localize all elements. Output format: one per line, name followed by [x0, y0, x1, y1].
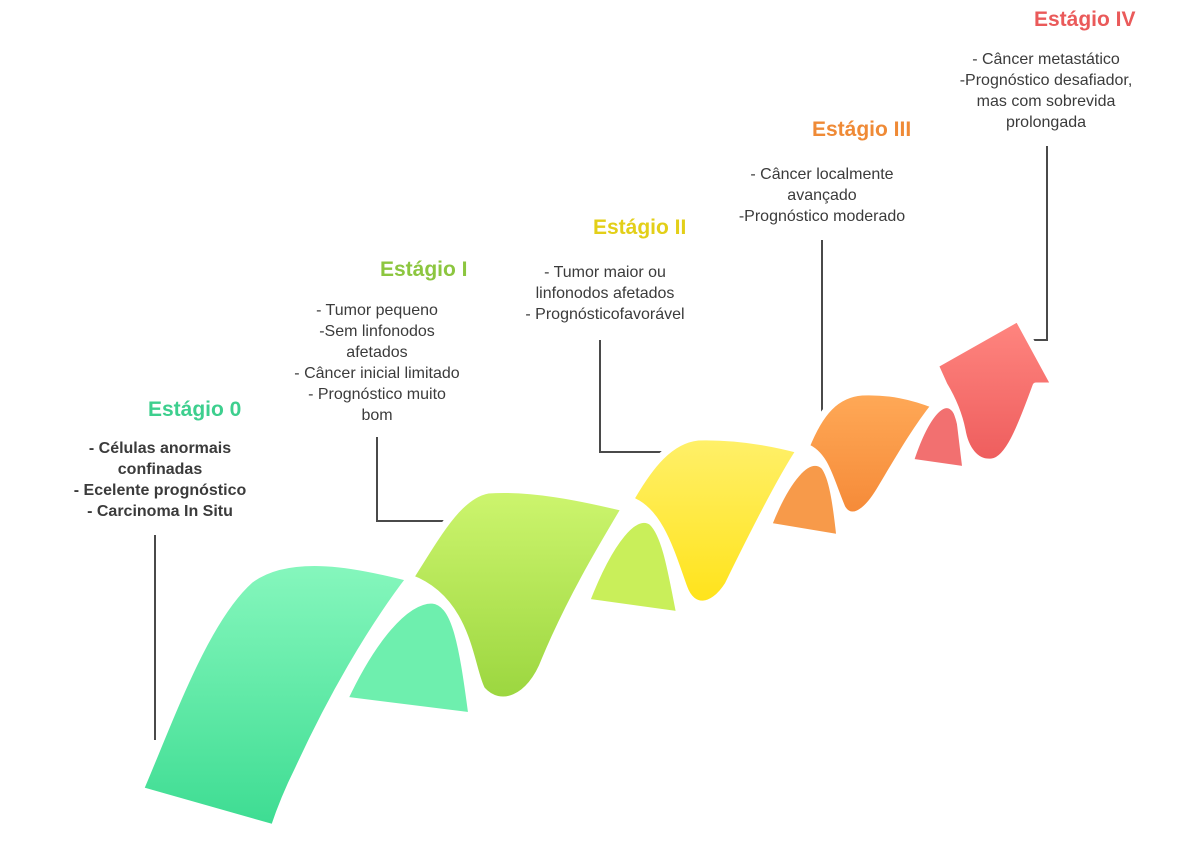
stage-1-line: - Prognóstico muito [308, 386, 446, 403]
stage-1-title: Estágio I [380, 258, 468, 281]
ribbon-segment-stage-4 [906, 314, 1059, 474]
stage-4-title: Estágio IV [1034, 8, 1136, 31]
stage-4-line: - Câncer metastático [972, 51, 1120, 68]
stage-4-line: prolongada [1005, 114, 1087, 131]
stage-2-line: - Tumor maior ou [544, 264, 666, 281]
stage-0-description: - Células anormais confinadas - Ecelente… [60, 438, 260, 522]
stage-3-line: avançado [787, 187, 857, 204]
stage-2-description: - Tumor maior ou linfonodos afetados - P… [505, 262, 705, 325]
ribbon-segment-stage-2 [582, 433, 804, 619]
ribbon-segment-stage-3 [764, 388, 939, 542]
stage-4-line: -Prognóstico desafiador, [959, 72, 1133, 89]
stage-1-line: - Tumor pequeno [316, 302, 438, 319]
stage-0-line: confinadas [117, 461, 203, 478]
stage-1-line: afetados [346, 344, 408, 361]
stage-1-description: - Tumor pequeno -Sem linfonodos afetados… [277, 300, 477, 426]
stage-3-line: - Câncer localmente [750, 166, 894, 183]
stage-2-line: linfonodos afetados [535, 285, 675, 302]
ribbon-segment-stage-1 [340, 486, 629, 720]
stage-2-title: Estágio II [593, 216, 687, 239]
stage-1-line: bom [361, 407, 393, 424]
connector-stage-2 [599, 340, 667, 453]
stage-3-description: - Câncer localmente avançado -Prognóstic… [722, 164, 922, 227]
stage-1-line: -Sem linfonodos [319, 323, 435, 340]
stage-3-line: -Prognóstico moderado [738, 208, 906, 225]
stage-1-line: - Câncer inicial limitado [294, 365, 460, 382]
stage-3-title: Estágio III [812, 118, 912, 141]
stage-0-title: Estágio 0 [148, 398, 242, 421]
stage-4-line: mas com sobrevida [976, 93, 1116, 110]
stage-0-line: - Células anormais [88, 440, 232, 457]
stage-0-line: - Ecelente prognóstico [73, 482, 247, 499]
stage-2-line: - Prognósticofavorável [525, 306, 685, 323]
stage-4-description: - Câncer metastático -Prognóstico desafi… [946, 49, 1146, 133]
connector-stage-4 [1024, 146, 1048, 341]
ribbon-segment-stage-0 [136, 559, 414, 832]
connector-stage-1 [376, 437, 448, 522]
stage-0-line: - Carcinoma In Situ [87, 503, 233, 520]
